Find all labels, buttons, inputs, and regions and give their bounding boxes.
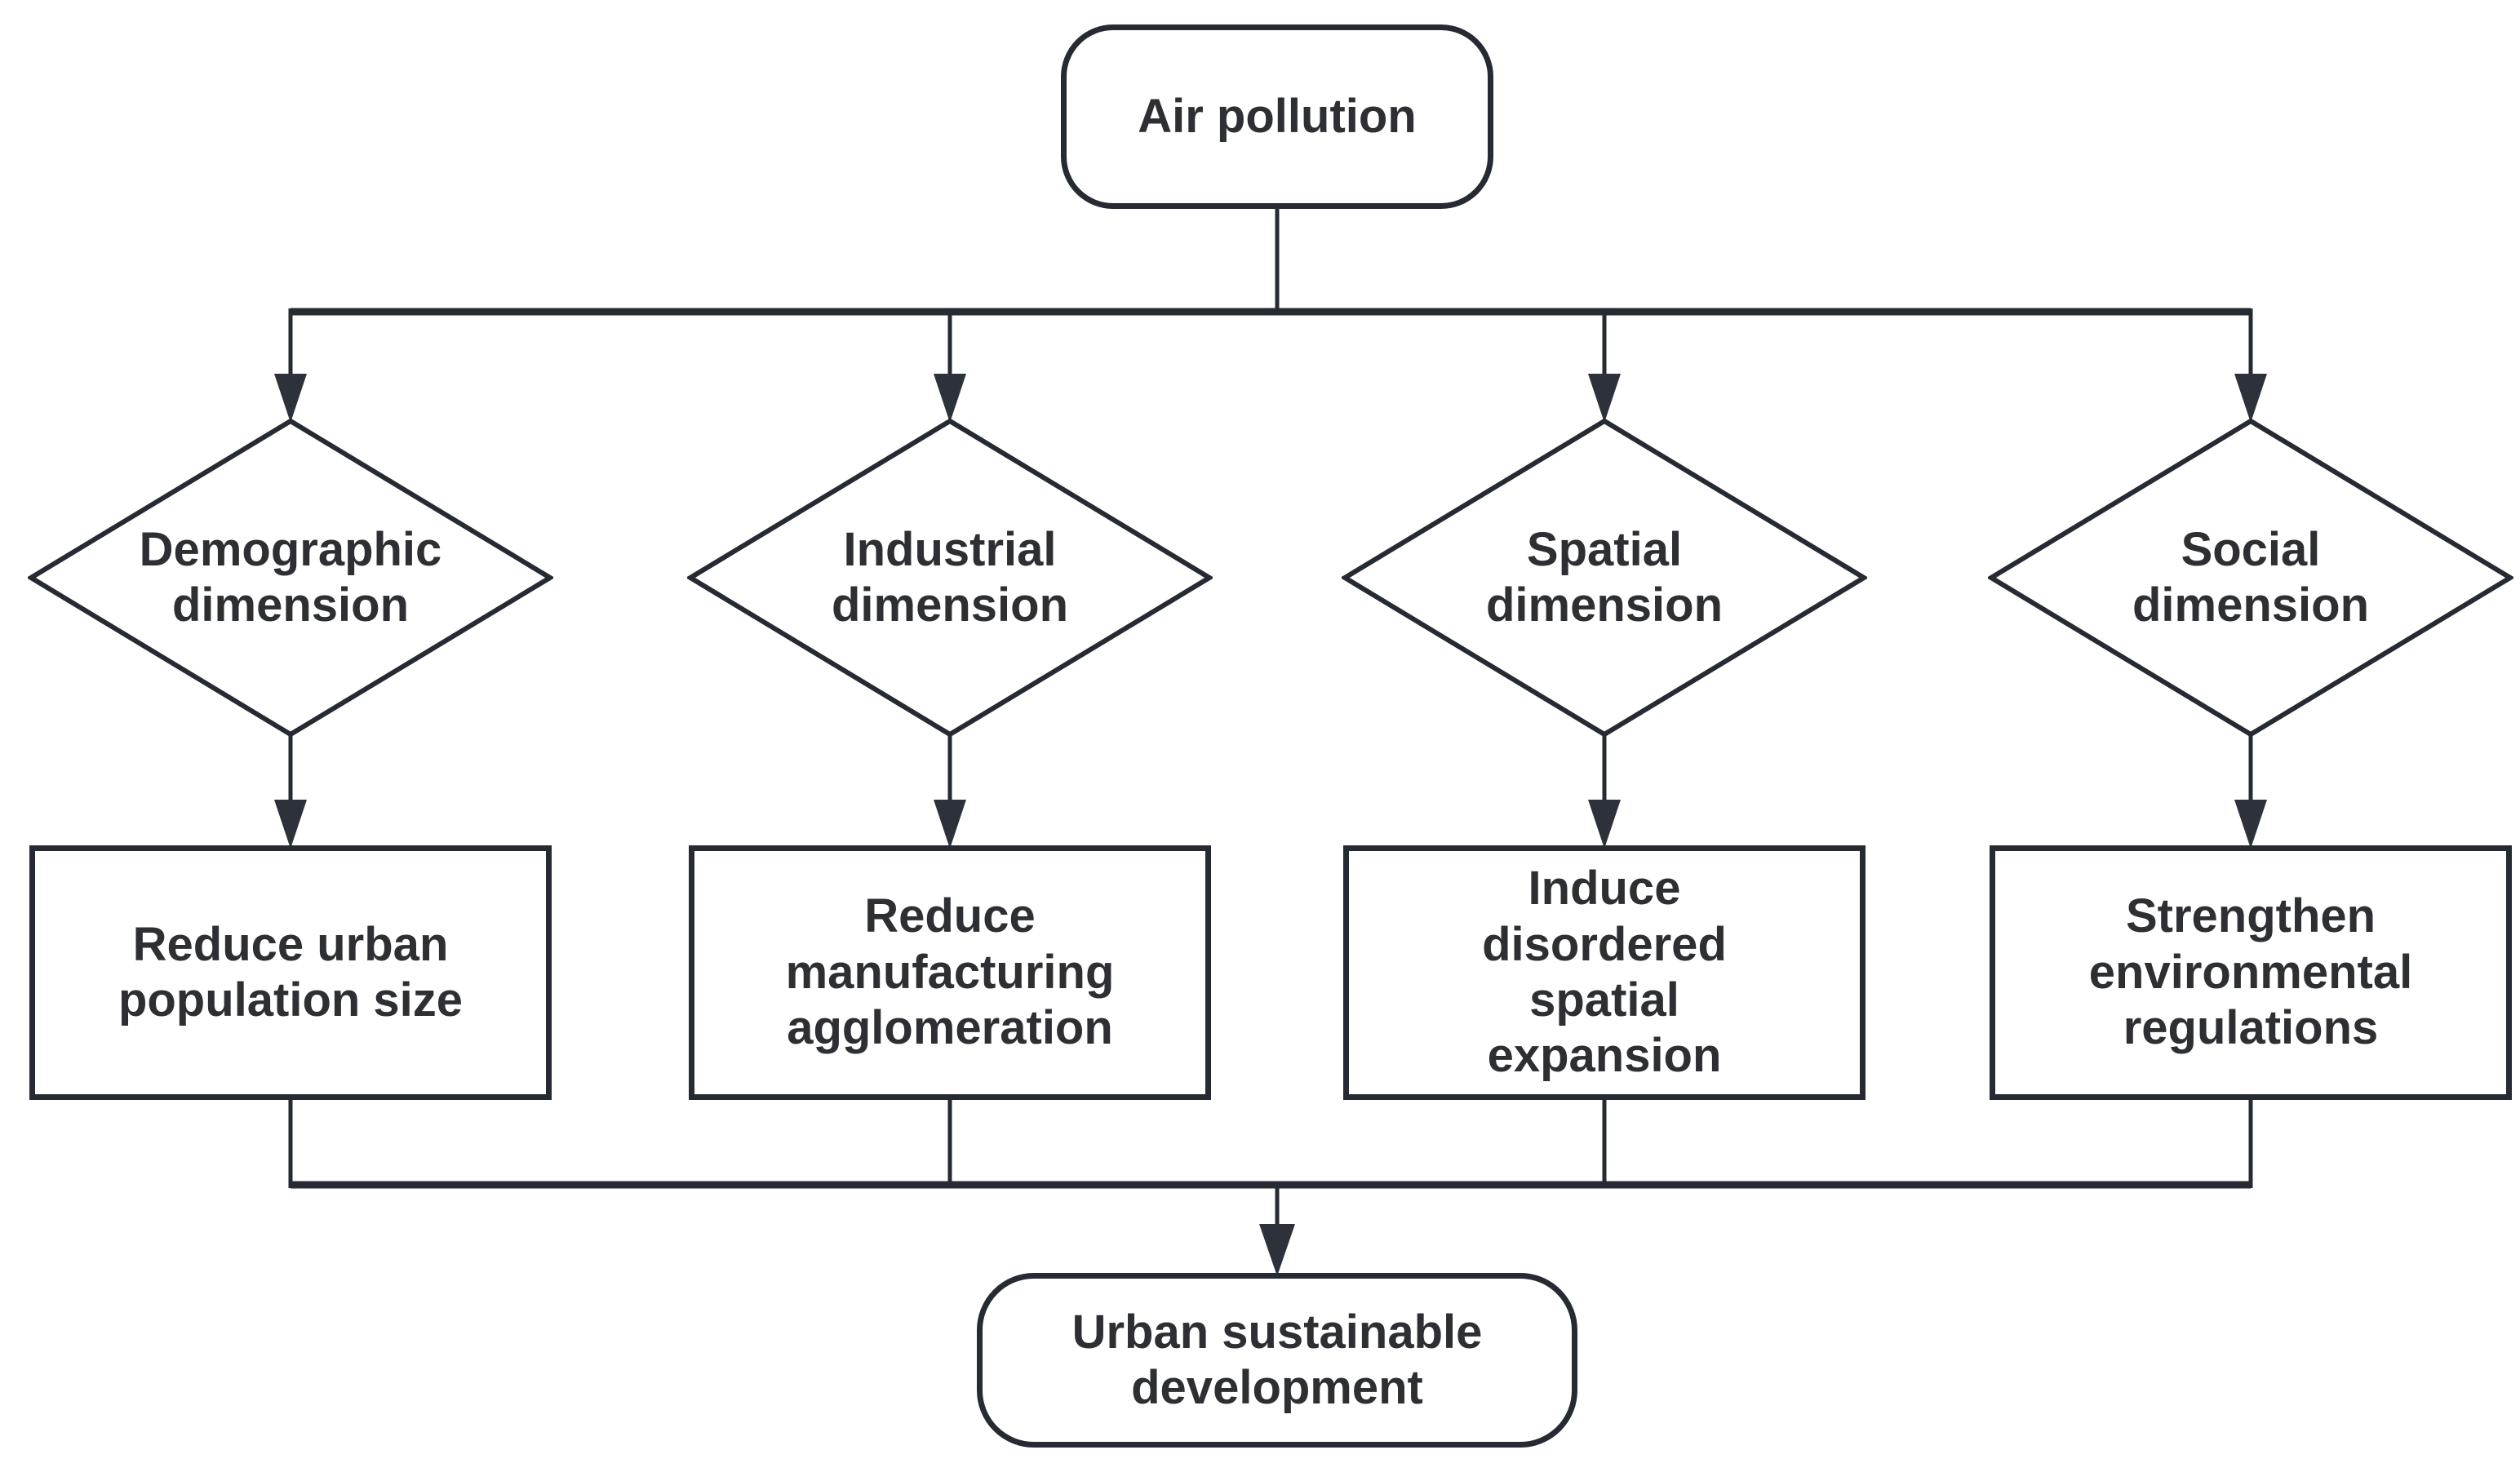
box-reduce-manufacturing-agglomeration-label: Reduce manufacturing agglomeration (785, 889, 1115, 1055)
edge-diamond-to-box-4 (2234, 736, 2267, 849)
arrowhead-down-icon (2234, 374, 2267, 423)
arrowhead-down-icon (274, 374, 307, 423)
box-induce-disordered-spatial-expansion: Induce disordered spatial expansion (1343, 845, 1866, 1100)
arrowhead-down-icon (274, 800, 307, 849)
edge-branch-4 (2234, 308, 2267, 423)
box-reduce-urban-population-size-label: Reduce urban population size (118, 917, 464, 1027)
box-reduce-manufacturing-agglomeration: Reduce manufacturing agglomeration (689, 845, 1211, 1100)
arrowhead-down-icon (934, 800, 966, 849)
edge-branch-1 (274, 308, 307, 423)
box-strengthen-environmental-regulations-label: Strengthen environmental regulations (2088, 889, 2413, 1055)
node-urban-sustainable-development-label: Urban sustainable development (1071, 1305, 1483, 1414)
box-induce-disordered-spatial-expansion-label: Induce disordered spatial expansion (1482, 862, 1727, 1083)
diamond-demographic-dimension-label: Demographic dimension (139, 522, 442, 632)
diamond-shape (1988, 418, 2513, 738)
diamond-industrial-dimension-label: Industrial dimension (831, 522, 1069, 632)
diamond-shape (28, 418, 553, 738)
diamond-spatial-dimension-label: Spatial dimension (1485, 522, 1724, 632)
diamond-demographic-dimension: Demographic dimension (28, 418, 553, 738)
diamond-social-dimension: Social dimension (1988, 418, 2513, 738)
arrowhead-down-icon (934, 374, 966, 423)
arrowhead-down-icon (1259, 1224, 1295, 1276)
node-air-pollution: Air pollution (1061, 24, 1493, 209)
arrowhead-down-icon (1588, 800, 1621, 849)
edge-diamond-to-box-1 (274, 736, 307, 849)
node-urban-sustainable-development: Urban sustainable development (977, 1273, 1577, 1448)
diamond-industrial-dimension: Industrial dimension (687, 418, 1213, 738)
box-reduce-urban-population-size: Reduce urban population size (29, 845, 552, 1100)
edge-diamond-to-box-2 (934, 736, 966, 849)
diamond-social-dimension-label: Social dimension (2132, 522, 2370, 632)
edge-branch-2 (934, 308, 966, 423)
edge-sink-stem (1259, 1185, 1295, 1276)
edge-branch-3 (1588, 308, 1621, 423)
node-air-pollution-label: Air pollution (1138, 89, 1417, 143)
arrowhead-down-icon (2234, 800, 2267, 849)
arrowhead-down-icon (1588, 374, 1621, 423)
diamond-spatial-dimension: Spatial dimension (1342, 418, 1867, 738)
diamond-shape (1342, 418, 1867, 738)
diamond-shape (687, 418, 1213, 738)
edge-diamond-to-box-3 (1588, 736, 1621, 849)
box-strengthen-environmental-regulations: Strengthen environmental regulations (1990, 845, 2512, 1100)
